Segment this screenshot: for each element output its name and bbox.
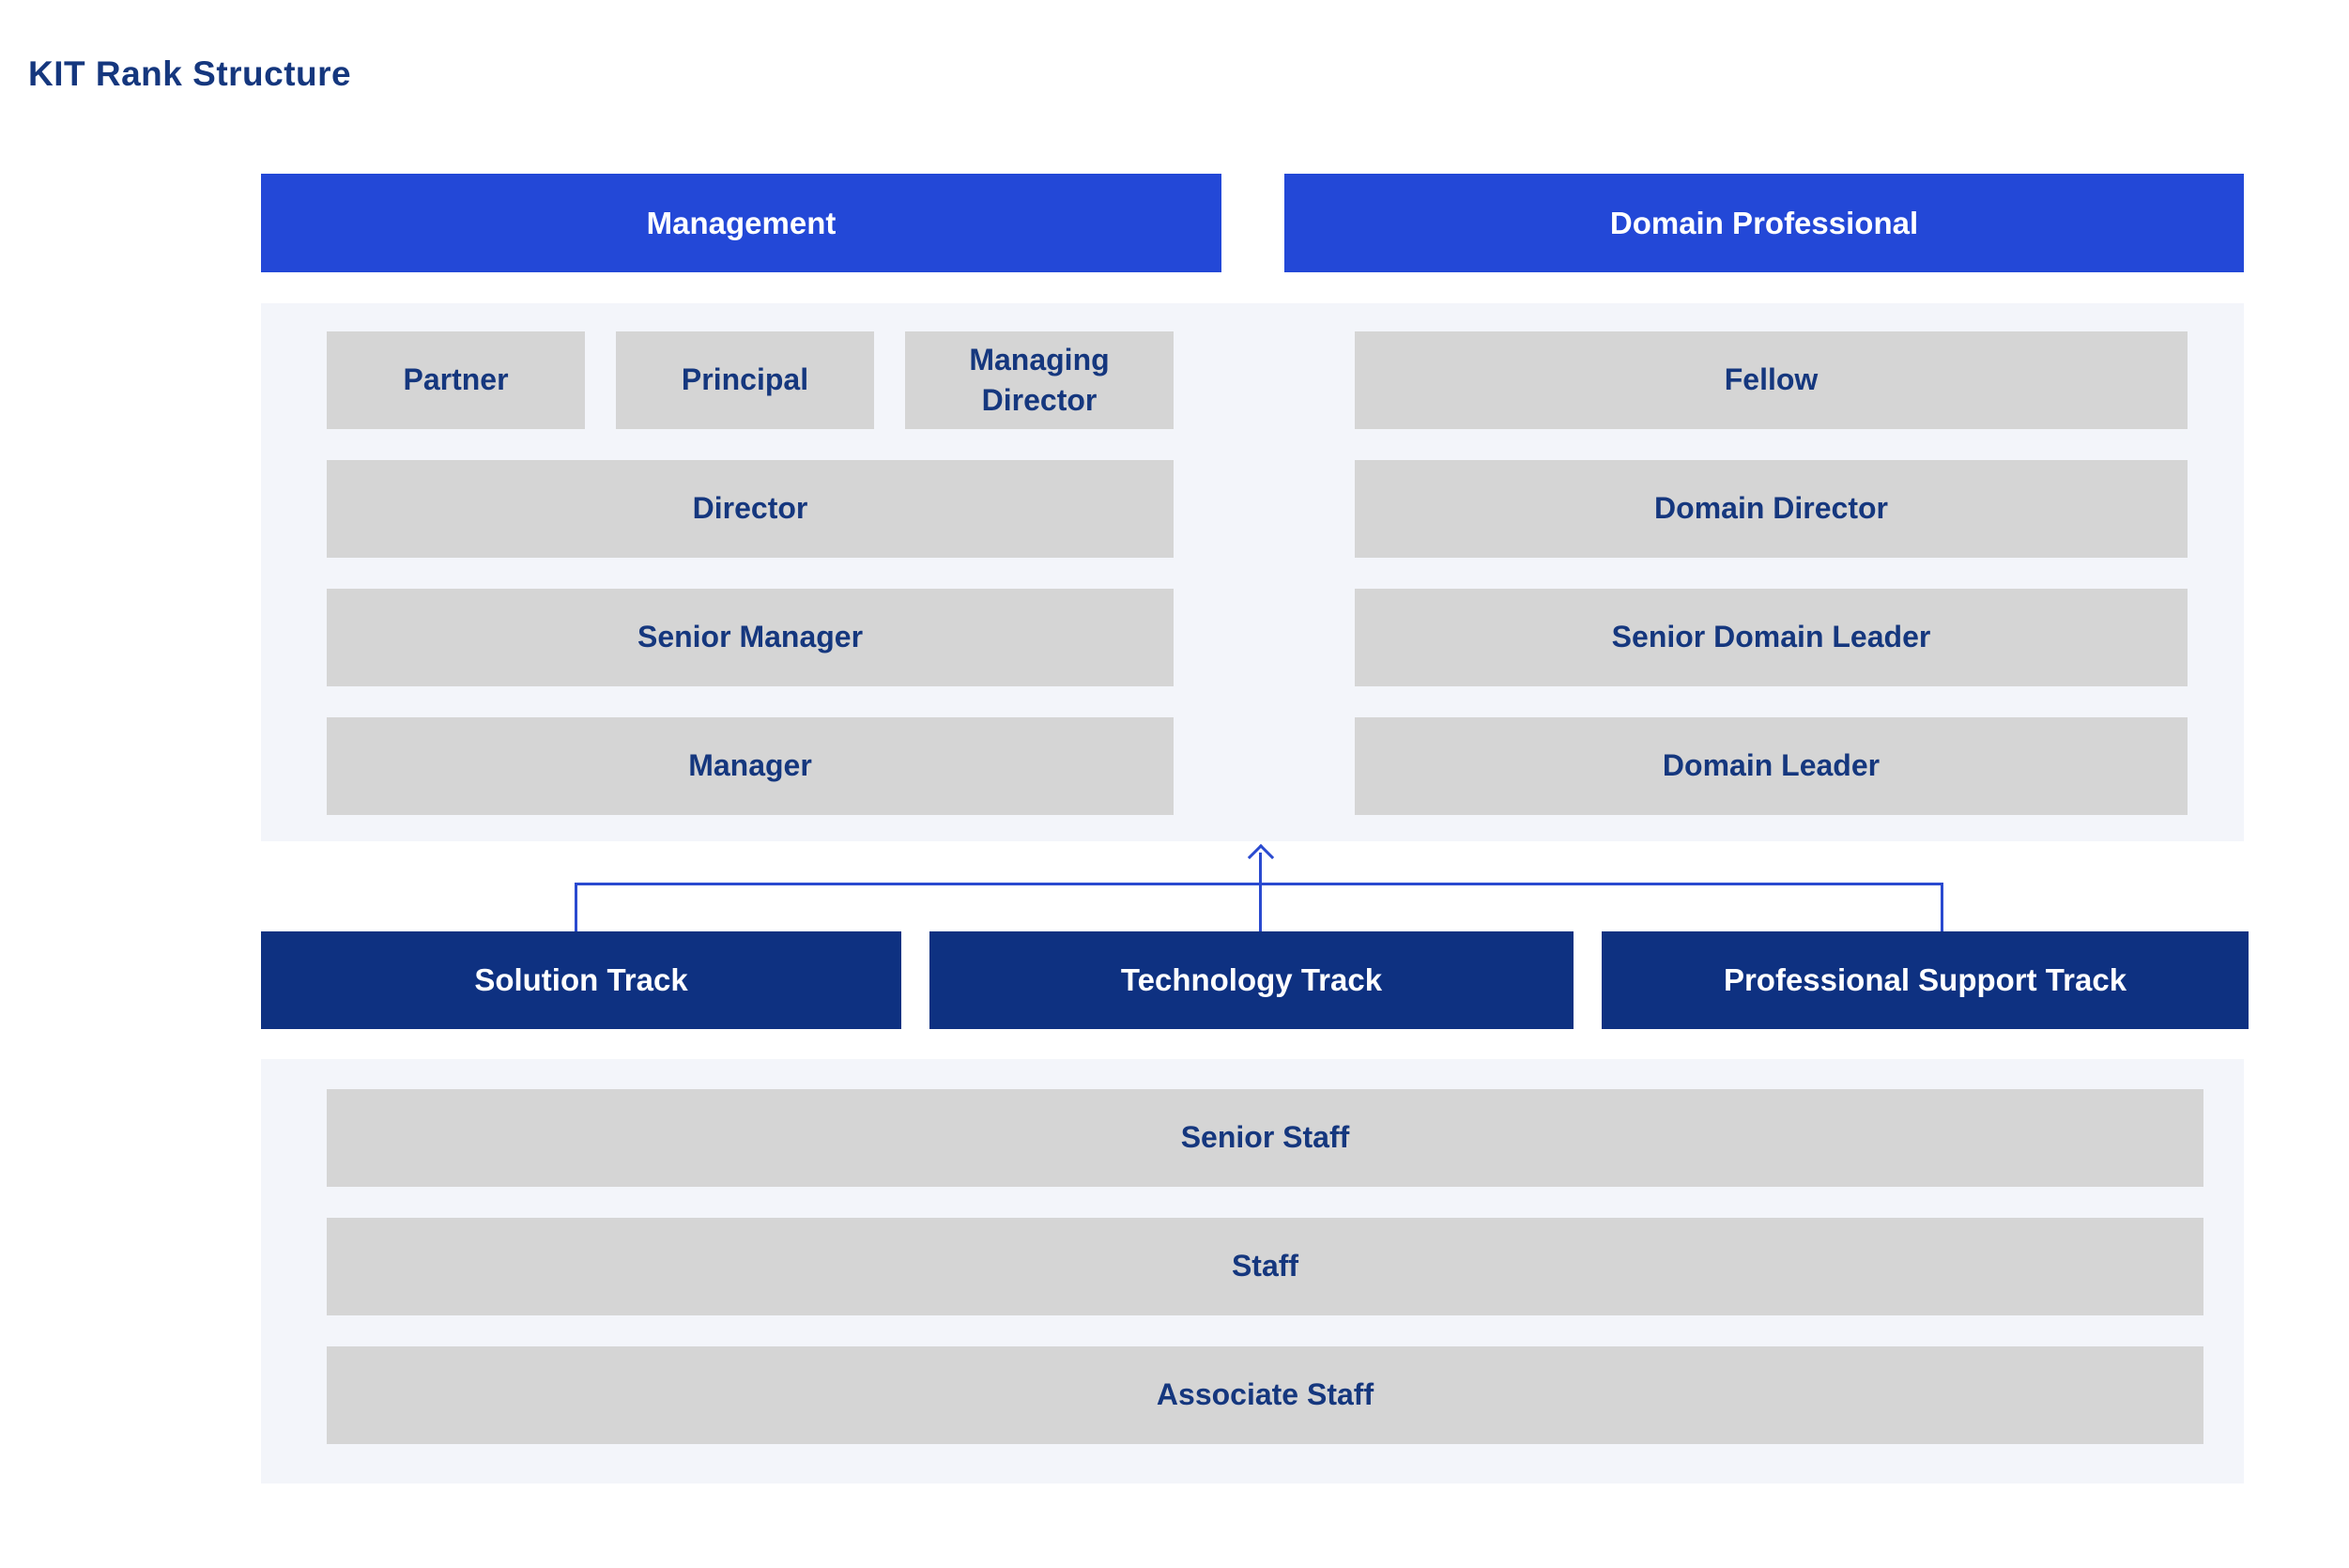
rank-box-partner: Partner <box>327 331 585 429</box>
rank-box-fellow: Fellow <box>1355 331 2188 429</box>
rank-box-associate-staff: Associate Staff <box>327 1346 2203 1444</box>
rank-box-senior-staff: Senior Staff <box>327 1089 2203 1187</box>
management-header-bar: Management <box>261 174 1221 272</box>
rank-box-senior-domain-leader: Senior Domain Leader <box>1355 589 2188 686</box>
connector-left-drop <box>575 883 577 933</box>
rank-box-principal: Principal <box>616 331 874 429</box>
rank-box-manager: Manager <box>327 717 1174 815</box>
rank-box-domain-leader: Domain Leader <box>1355 717 2188 815</box>
rank-box-director: Director <box>327 460 1174 558</box>
track-bar-professional-support: Professional Support Track <box>1602 931 2249 1029</box>
rank-box-domain-director: Domain Director <box>1355 460 2188 558</box>
connector-arrow-line <box>1259 853 1262 933</box>
domain-professional-header-bar: Domain Professional <box>1284 174 2244 272</box>
rank-box-managing-director: Managing Director <box>905 331 1174 429</box>
track-bar-technology: Technology Track <box>929 931 1574 1029</box>
rank-box-staff: Staff <box>327 1218 2203 1315</box>
arrow-up-icon <box>1247 843 1275 871</box>
connector-right-drop <box>1941 883 1943 933</box>
page-title: KIT Rank Structure <box>28 54 352 93</box>
track-bar-solution: Solution Track <box>261 931 901 1029</box>
rank-box-senior-manager: Senior Manager <box>327 589 1174 686</box>
